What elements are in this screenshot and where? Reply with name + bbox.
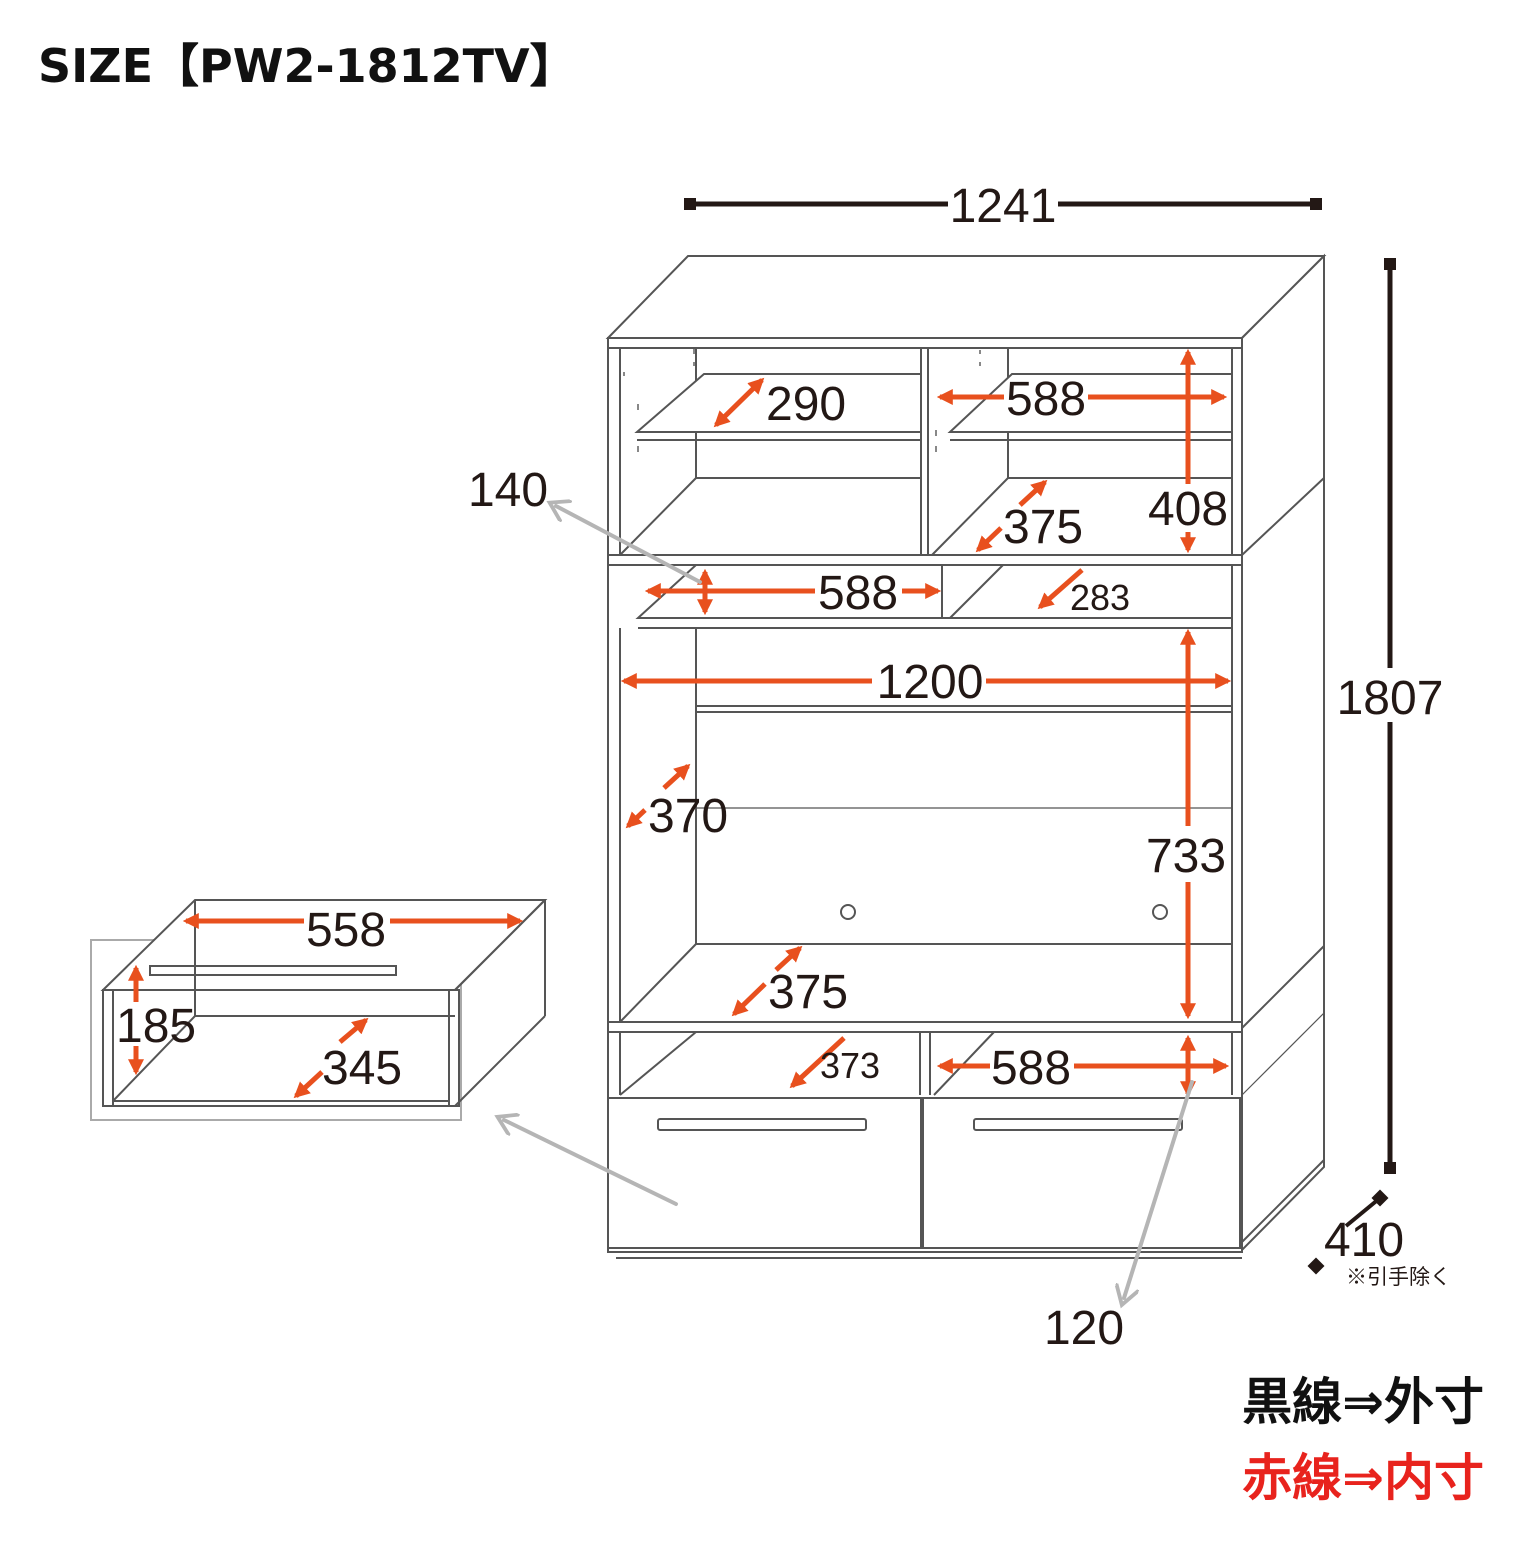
- drawer-front-left: [607, 1097, 922, 1249]
- dim-label-1807: 1807: [1337, 672, 1444, 725]
- dim-label-373: 373: [820, 1045, 880, 1086]
- dim-label-upper-375: 375: [1003, 501, 1083, 554]
- dim-label-290: 290: [766, 378, 846, 431]
- legend-outer-dimensions: 黒線⇒外寸: [1242, 1373, 1484, 1431]
- dim-label-1241: 1241: [950, 180, 1057, 233]
- dim-label-tv-375: 375: [768, 966, 848, 1019]
- legend-inner-dimensions: 赤線⇒内寸: [1242, 1449, 1484, 1507]
- dim-label-upper-588: 588: [1006, 373, 1086, 426]
- cabinet: [605, 253, 1327, 1259]
- outer-dimensions: [684, 198, 1396, 1275]
- dim-label-middle-588: 588: [818, 567, 898, 620]
- dim-label-410: 410: [1324, 1214, 1404, 1267]
- dim-label-1200: 1200: [877, 656, 984, 709]
- dim-label-558: 558: [306, 904, 386, 957]
- dim-label-140: 140: [468, 464, 548, 517]
- cabinet-right-side: [1241, 253, 1325, 1253]
- drawer-handle-left: [657, 1118, 867, 1131]
- inner-dimensions: [127, 348, 1232, 1099]
- pointers: [504, 506, 1194, 1298]
- dim-label-370: 370: [648, 790, 728, 843]
- cabinet-top: [605, 255, 1327, 339]
- dim-label-120: 120: [1044, 1302, 1124, 1355]
- note-handle: ※引手除く: [1346, 1266, 1451, 1289]
- dim-label-733: 733: [1146, 830, 1226, 883]
- drawer-handle-right: [973, 1118, 1183, 1131]
- dim-label-345: 345: [322, 1042, 402, 1095]
- dim-label-185: 185: [116, 1000, 196, 1053]
- dim-label-408: 408: [1148, 483, 1228, 536]
- drawer-front-right: [922, 1097, 1241, 1249]
- dim-label-lower-588: 588: [991, 1042, 1071, 1095]
- page-title: SIZE【PW2-1812TV】: [38, 39, 576, 93]
- dim-label-283: 283: [1070, 577, 1130, 618]
